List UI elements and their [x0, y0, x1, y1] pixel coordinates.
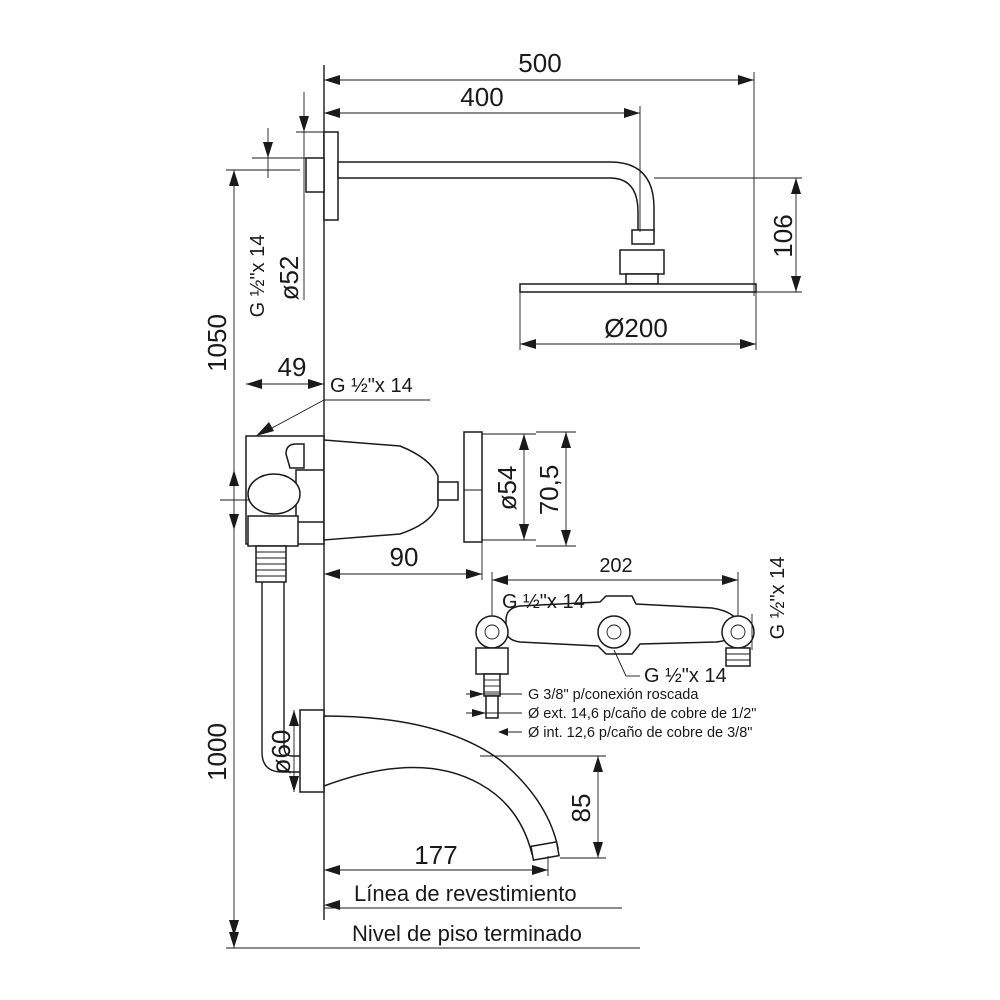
- union-nut: [247, 515, 299, 547]
- elbow-top: [285, 443, 305, 469]
- note-conexion: G 3/8" p/conexión roscada: [528, 687, 699, 703]
- fitting-nut-left: [475, 647, 509, 675]
- dim-thread-top: G ½"x 14: [256, 375, 430, 436]
- shower-arm: [305, 131, 757, 293]
- dim-202-label: 202: [599, 555, 632, 577]
- dim-85: 85: [480, 755, 606, 859]
- dim-54: ø54: [482, 433, 536, 541]
- fitting-port-center: [597, 615, 631, 649]
- spout-body: [323, 715, 559, 855]
- fitting-notes: G 3/8" p/conexión roscada Ø ext. 14,6 p/…: [466, 687, 756, 741]
- dim-1000: 1000: [202, 510, 239, 948]
- dim-500: 500: [324, 48, 755, 296]
- thread-fitting-left-label: G ½"x 14: [502, 591, 585, 613]
- spout-aerator: [530, 840, 560, 862]
- dim-90: 90: [324, 542, 483, 580]
- legend-piso: Nivel de piso terminado: [352, 921, 582, 946]
- elbow-joint: [247, 473, 301, 515]
- dim-52-label: ø52: [274, 256, 304, 301]
- mixer-body: [245, 431, 483, 583]
- dim-thread-right: G ½"x 14: [751, 557, 789, 650]
- dim-1050-label: 1050: [202, 314, 232, 372]
- dim-1000-label: 1000: [202, 723, 232, 781]
- dim-70-5-label: 70,5: [534, 465, 564, 516]
- dim-52: ø52: [274, 92, 324, 300]
- legend-revestimiento: Línea de revestimiento: [354, 881, 577, 906]
- dim-49: 49: [246, 352, 324, 389]
- dim-106-label: 106: [768, 214, 798, 257]
- fitting-port-left: [475, 615, 509, 649]
- fitting-port-right: [721, 615, 755, 649]
- dim-106: 106: [654, 177, 802, 293]
- shower-head: [519, 283, 757, 293]
- thread-left-label: G ½"x 14: [247, 235, 269, 318]
- head-swivel: [619, 249, 665, 275]
- dim-70-5: 70,5: [534, 431, 576, 547]
- dim-54-label: ø54: [492, 466, 522, 511]
- arm-nut: [631, 229, 655, 245]
- mixer-cone: [323, 439, 439, 541]
- thread-top-label: G ½"x 14: [330, 375, 413, 397]
- fitting-thread-left: [483, 673, 501, 697]
- fitting-detail: [475, 595, 755, 719]
- dim-thread-bottom: G ½"x 14: [613, 649, 727, 687]
- thread-bottom-label: G ½"x 14: [644, 665, 727, 687]
- head-neck: [625, 273, 659, 285]
- dim-400: 400: [324, 82, 641, 232]
- spout-flange: [299, 709, 325, 793]
- supply-pipe: [261, 582, 300, 773]
- dim-60-label: ø60: [266, 730, 296, 775]
- thread-right-label: G ½"x 14: [767, 557, 789, 640]
- dim-1050: 1050: [202, 169, 300, 510]
- legend: Línea de revestimiento Nivel de piso ter…: [226, 881, 640, 949]
- handle-lever: [463, 431, 483, 543]
- dim-90-label: 90: [390, 542, 419, 572]
- arm-thread: [305, 157, 325, 193]
- dim-thread-left: G ½"x 14: [247, 128, 306, 317]
- dim-177-label: 177: [414, 840, 457, 870]
- dim-85-label: 85: [566, 794, 596, 823]
- spout: [299, 709, 560, 862]
- dim-202: 202: [491, 555, 739, 616]
- dim-500-label: 500: [518, 48, 561, 78]
- fitting-nut-right: [725, 647, 751, 667]
- dim-200: Ø200: [519, 292, 757, 350]
- arm-pipe: [337, 161, 655, 233]
- dim-177: 177: [324, 840, 549, 876]
- dim-200-label: Ø200: [604, 313, 668, 343]
- note-int: Ø int. 12,6 p/caño de cobre de 3/8": [528, 725, 752, 741]
- handle-hub: [437, 481, 459, 501]
- dim-49-label: 49: [278, 352, 307, 382]
- note-ext: Ø ext. 14,6 p/caño de cobre de 1/2": [528, 706, 756, 722]
- dim-60: ø60: [266, 710, 299, 792]
- dim-400-label: 400: [460, 82, 503, 112]
- arm-flange: [323, 131, 339, 221]
- fitting-tail-left: [485, 695, 499, 719]
